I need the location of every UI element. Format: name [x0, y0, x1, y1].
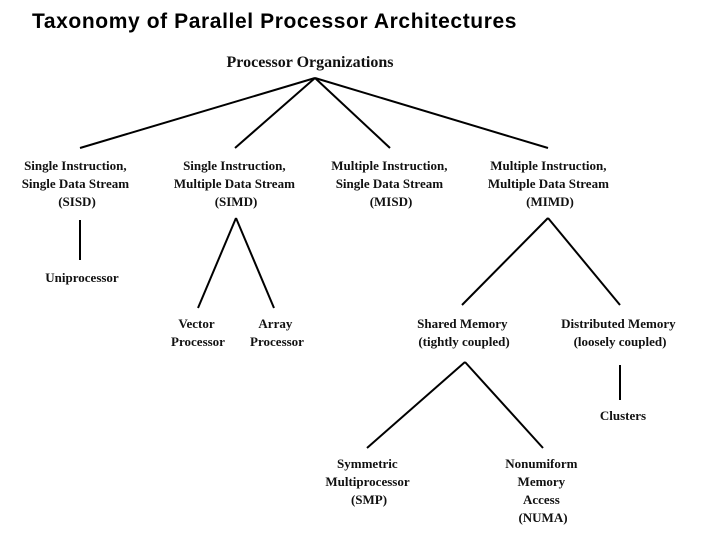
- node-sisd-line: Single Instruction,: [24, 158, 127, 173]
- node-sisd-line: Single Data Stream: [22, 176, 130, 191]
- node-uniprocessor: Uniprocessor: [45, 270, 119, 285]
- node-numa-line: (NUMA): [518, 510, 567, 525]
- node-mimd-line: Multiple Data Stream: [488, 176, 609, 191]
- edge-mimd-distributed: [547, 217, 621, 306]
- node-numa-line: Nonumiform: [505, 456, 577, 471]
- node-sisd-line: (SISD): [58, 194, 96, 209]
- node-numa: Nonumiform Memory Access (NUMA): [505, 456, 580, 525]
- edge-shared-smp: [366, 361, 466, 449]
- node-simd-line: (SIMD): [215, 194, 258, 209]
- node-sisd: Single Instruction, Single Data Stream (…: [22, 158, 133, 209]
- node-distributed-line: Distributed Memory: [561, 316, 676, 331]
- node-misd-line: Single Data Stream: [336, 176, 444, 191]
- node-misd: Multiple Instruction, Single Data Stream…: [331, 158, 451, 209]
- edge-root-sisd: [79, 77, 316, 149]
- edge-shared-numa: [464, 361, 544, 449]
- node-clusters: Clusters: [600, 408, 646, 423]
- node-simd-line: Multiple Data Stream: [174, 176, 295, 191]
- node-mimd: Multiple Instruction, Multiple Data Stre…: [488, 158, 612, 209]
- node-shared-line: (tightly coupled): [418, 334, 509, 349]
- node-smp-line: (SMP): [351, 492, 387, 507]
- edge-simd-vector: [197, 217, 237, 309]
- edge-root-misd: [314, 77, 391, 149]
- category-level: Single Instruction, Single Data Stream (…: [22, 158, 612, 209]
- edge-root-simd: [234, 77, 316, 149]
- node-misd-line: Multiple Instruction,: [331, 158, 447, 173]
- edge-simd-array: [235, 217, 275, 309]
- node-array-line: Array: [258, 316, 292, 331]
- node-numa-line: Memory: [518, 474, 566, 489]
- node-numa-line: Access: [523, 492, 560, 507]
- node-array-line: Processor: [250, 334, 304, 349]
- edge-mimd-shared: [461, 217, 549, 306]
- node-vector-processor: Vector Processor: [171, 316, 225, 349]
- connectors: [79, 77, 621, 449]
- node-smp: Symmetric Multiprocessor (SMP): [325, 456, 412, 507]
- node-distributed-memory: Distributed Memory (loosely coupled): [561, 316, 679, 349]
- node-vector-line: Processor: [171, 334, 225, 349]
- edge-root-mimd: [314, 77, 549, 149]
- slide-title: Taxonomy of Parallel Processor Architect…: [32, 10, 518, 33]
- node-shared-line: Shared Memory: [417, 316, 508, 331]
- node-simd-line: Single Instruction,: [183, 158, 286, 173]
- subtype-level: Uniprocessor Vector Processor Array Proc…: [45, 270, 679, 349]
- node-mimd-line: (MIMD): [526, 194, 574, 209]
- node-misd-line: (MISD): [370, 194, 413, 209]
- node-vector-line: Vector: [178, 316, 215, 331]
- root-node: Processor Organizations: [227, 54, 394, 71]
- node-shared-memory: Shared Memory (tightly coupled): [417, 316, 511, 349]
- node-mimd-line: Multiple Instruction,: [490, 158, 606, 173]
- node-smp-line: Symmetric: [337, 456, 398, 471]
- node-smp-line: Multiprocessor: [325, 474, 409, 489]
- node-simd: Single Instruction, Multiple Data Stream…: [174, 158, 298, 209]
- leaf-level: Symmetric Multiprocessor (SMP) Nonumifor…: [325, 408, 646, 525]
- node-distributed-line: (loosely coupled): [574, 334, 667, 349]
- node-array-processor: Array Processor: [250, 316, 304, 349]
